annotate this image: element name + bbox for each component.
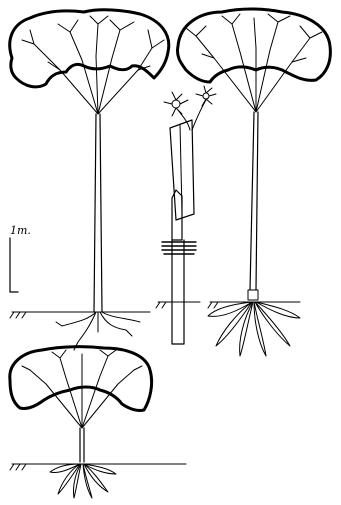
crown-outline	[10, 10, 169, 87]
tuber-roots	[50, 464, 116, 498]
trunk	[250, 112, 258, 290]
staked-graft-stem	[156, 86, 216, 344]
leaf-cluster	[164, 86, 216, 130]
tall-tree-right	[177, 9, 330, 356]
binding-tie	[162, 242, 196, 254]
scale-bar	[10, 238, 18, 292]
short-tree-bottom	[10, 347, 186, 498]
tall-tree-left	[10, 10, 169, 350]
scale-label: 1m.	[10, 224, 31, 237]
tuber-roots	[208, 302, 300, 356]
roots	[56, 312, 140, 350]
trunk	[94, 114, 102, 312]
trunk	[80, 428, 84, 462]
crown-outline	[10, 347, 152, 411]
